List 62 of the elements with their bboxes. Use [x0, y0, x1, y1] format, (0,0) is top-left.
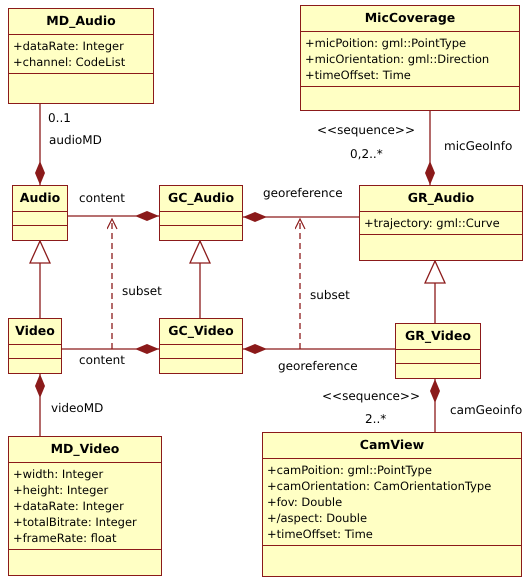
class-name: MicCoverage [364, 9, 456, 28]
class-box [8, 8, 154, 104]
attribute-text: +dataRate: Integer [13, 498, 125, 514]
class-box [8, 436, 162, 576]
composition-line [62, 344, 159, 354]
composition-line [35, 374, 45, 436]
attribute-text: +micPoition: gml::PointType [305, 35, 468, 51]
attribute-text: +timeOffset: Time [267, 526, 374, 542]
edge-label: georeference [262, 187, 344, 199]
multiplicity-label: <<sequence>> [322, 390, 420, 402]
multiplicity-label: 2..* [365, 413, 386, 425]
edge-label: videoMD [50, 402, 104, 414]
generalization-arrow [424, 260, 446, 323]
edge-label: content [78, 192, 126, 204]
class-name: GR_Video [405, 327, 471, 346]
attribute-text: +totalBitrate: Integer [13, 514, 138, 530]
class-box [8, 318, 62, 374]
attribute-text: +camPoition: gml::PointType [267, 462, 433, 478]
class-box [359, 185, 523, 261]
edge-label: audioMD [48, 134, 103, 146]
class-box [12, 185, 68, 241]
attribute-text: +fov: Double [267, 494, 344, 510]
attribute-text: +micOrientation: gml::Direction [305, 51, 490, 67]
class-name: GC_Audio [168, 189, 234, 208]
attribute-text: +dataRate: Integer [13, 38, 125, 54]
class-box [159, 185, 243, 241]
composition-line [430, 379, 440, 432]
edge-label: micGeoInfo [443, 140, 514, 152]
composition-line [425, 111, 435, 185]
multiplicity-label: 0..1 [48, 112, 71, 124]
class-name: GR_Audio [408, 189, 474, 208]
edge-label: content [78, 354, 126, 366]
class-box [300, 5, 520, 111]
generalization-arrow [29, 240, 51, 318]
attribute-text: +/aspect: Double [267, 510, 368, 526]
multiplicity-label: 0,2..* [350, 148, 383, 160]
class-name: MD_Video [50, 440, 120, 458]
edge-label: georeference [277, 360, 359, 372]
composition-line [35, 104, 45, 185]
class-name: Video [15, 322, 55, 340]
class-name: CamView [360, 436, 424, 454]
composition-line [243, 212, 359, 222]
multiplicity-label: subset [310, 289, 350, 301]
attribute-text: +trajectory: gml::Curve [364, 215, 501, 231]
attribute-text: +width: Integer [13, 466, 104, 482]
attribute-text: +channel: CodeList [13, 54, 126, 70]
attribute-text: +timeOffset: Time [305, 67, 412, 83]
class-name: Audio [20, 189, 60, 208]
edge-label: camGeoinfo [449, 404, 524, 416]
composition-line [68, 211, 159, 221]
class-name: GC_Video [168, 322, 234, 340]
class-box [159, 318, 243, 374]
class-box [395, 323, 481, 379]
attribute-text: +camOrientation: CamOrientationType [267, 478, 492, 494]
attribute-text: +height: Integer [13, 482, 110, 498]
class-name: MD_Audio [46, 12, 116, 30]
multiplicity-label: subset [122, 285, 162, 297]
multiplicity-label: <<sequence>> [317, 124, 416, 136]
attribute-text: +frameRate: float [13, 530, 118, 546]
composition-line [243, 344, 395, 354]
generalization-arrow [189, 240, 211, 318]
class-box [262, 432, 522, 577]
